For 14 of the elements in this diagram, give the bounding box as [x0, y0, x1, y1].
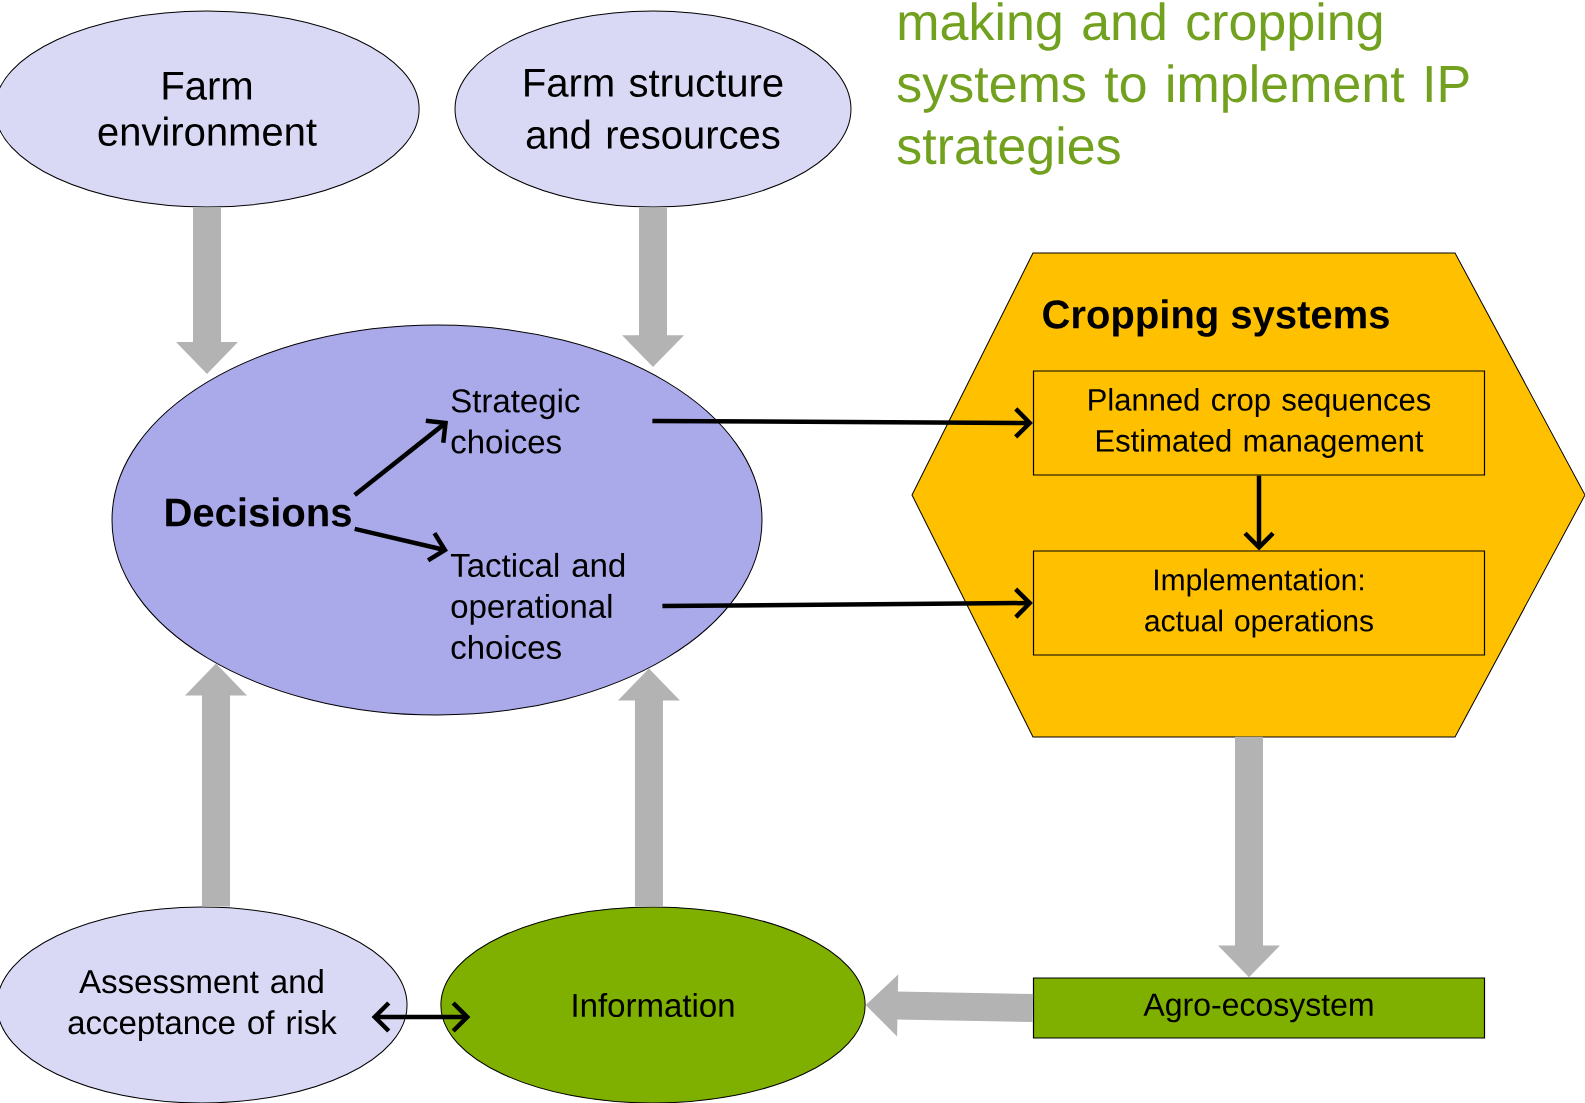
- arrow: [652, 407, 1033, 439]
- process-box: Agro-ecosystem: [1032, 977, 1486, 1039]
- process-box: Planned crop sequences Estimated management: [1032, 370, 1486, 476]
- arrow: [371, 1001, 471, 1033]
- ellipse: [111, 324, 763, 716]
- label: Decisions: [166, 497, 351, 527]
- label: Tactical and operational choices: [450, 552, 625, 660]
- arrow: [1243, 475, 1275, 551]
- title: making and cropping systems to implement IP strategies: [897, 2, 1469, 175]
- arrow: [662, 587, 1033, 619]
- arrow: [353, 418, 448, 497]
- label: Strategic choices: [451, 388, 580, 454]
- arrow: [354, 526, 448, 563]
- process-box: Implementation: actual operations: [1032, 550, 1486, 656]
